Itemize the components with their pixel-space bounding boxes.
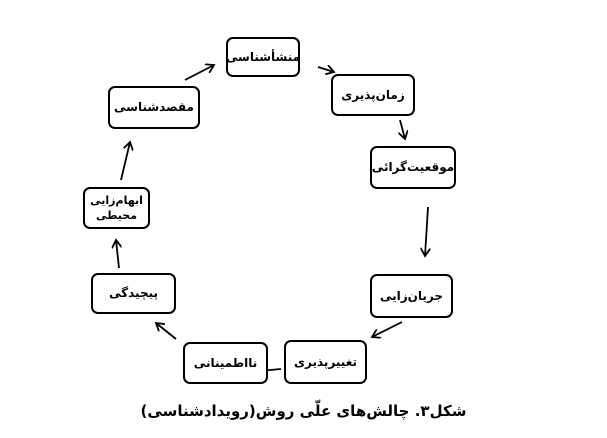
node-label: مقصدشناسی <box>114 100 194 115</box>
node-variability: تغییرپذیری <box>284 340 367 384</box>
node-label: ابهام‌زایی محیطی <box>90 193 143 222</box>
node-label: موقعیت‌گرائی <box>371 160 455 175</box>
figure-caption: شکل۳. چالش‌های علّی روش(رویدادشناسی) <box>140 402 467 420</box>
node-uncertainty: نااطمینانی <box>183 342 268 384</box>
node-flow-generation: جریان‌زایی <box>370 274 453 318</box>
node-label: نااطمینانی <box>193 355 258 370</box>
arrow-n3-n4 <box>425 206 428 256</box>
arrow-n4-n5 <box>372 321 403 337</box>
node-label: زمان‌پذیری <box>341 87 405 102</box>
arrow-n7-n8 <box>116 240 119 269</box>
arrow-n2-n3 <box>400 119 405 139</box>
arrow-n1-n2 <box>317 67 334 72</box>
node-label: پیچیدگی <box>109 286 159 301</box>
node-label: تغییرپذیری <box>294 354 357 369</box>
node-situationalism: موقعیت‌گرائی <box>370 146 456 189</box>
node-environmental-ambiguity: ابهام‌زایی محیطی <box>83 187 150 229</box>
arrow-n9-n1 <box>184 65 214 81</box>
node-label: منشأشناسی <box>225 49 301 64</box>
arrow-n8-n9 <box>120 142 130 181</box>
node-destination: مقصدشناسی <box>108 86 200 129</box>
node-temporality: زمان‌پذیری <box>331 74 415 116</box>
node-complexity: پیچیدگی <box>91 273 176 314</box>
arrow-n6-n7 <box>156 323 177 340</box>
node-label: جریان‌زایی <box>379 288 444 303</box>
node-origin: منشأشناسی <box>226 37 300 77</box>
